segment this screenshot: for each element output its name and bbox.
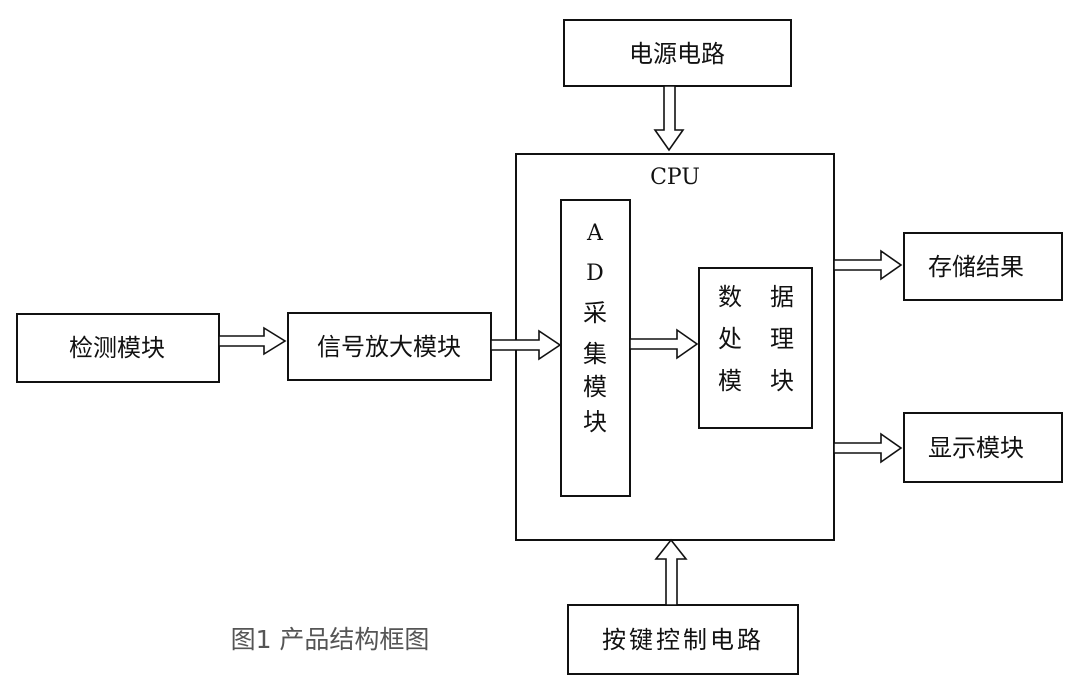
data-processing-node: 数 据 处 理 模 块 — [698, 267, 813, 429]
dp-char-3: 处 — [718, 325, 742, 353]
key-control-label: 按键控制电路 — [602, 626, 764, 654]
display-module-node: 显示模块 — [903, 412, 1063, 483]
figure-caption: 图1 产品结构框图 — [231, 625, 430, 654]
detection-module-label: 检测模块 — [69, 334, 165, 362]
arrow-power-to-cpu — [653, 85, 685, 152]
power-circuit-node: 电源电路 — [563, 19, 792, 87]
dp-char-4: 理 — [770, 325, 794, 353]
arrow-detection-to-amplifier — [218, 326, 287, 356]
detection-module-node: 检测模块 — [16, 313, 220, 383]
ad-char-4: 集 — [583, 340, 607, 368]
store-results-label: 存储结果 — [928, 253, 1024, 281]
arrow-ad-to-processing — [629, 328, 699, 360]
arrow-cpu-to-display — [833, 432, 903, 464]
cpu-label: CPU — [650, 165, 700, 190]
dp-char-1: 数 — [718, 283, 742, 311]
ad-char-6: 块 — [583, 408, 607, 436]
ad-char-5: 模 — [583, 373, 607, 401]
arrow-key-to-cpu — [654, 538, 688, 606]
signal-amplifier-label: 信号放大模块 — [317, 333, 461, 361]
ad-char-2: D — [586, 261, 604, 286]
store-results-node: 存储结果 — [903, 232, 1063, 301]
dp-char-2: 据 — [770, 283, 794, 311]
power-circuit-label: 电源电路 — [629, 40, 725, 68]
arrow-amplifier-to-ad — [490, 329, 562, 361]
dp-char-6: 块 — [770, 367, 794, 395]
arrow-cpu-to-store — [833, 249, 903, 281]
signal-amplifier-node: 信号放大模块 — [287, 312, 492, 381]
ad-char-1: A — [586, 221, 604, 246]
ad-acquisition-node: A D 采 集 模 块 — [560, 199, 631, 497]
dp-char-5: 模 — [718, 367, 742, 395]
ad-char-3: 采 — [583, 299, 607, 327]
display-module-label: 显示模块 — [928, 434, 1024, 462]
key-control-node: 按键控制电路 — [567, 604, 799, 675]
